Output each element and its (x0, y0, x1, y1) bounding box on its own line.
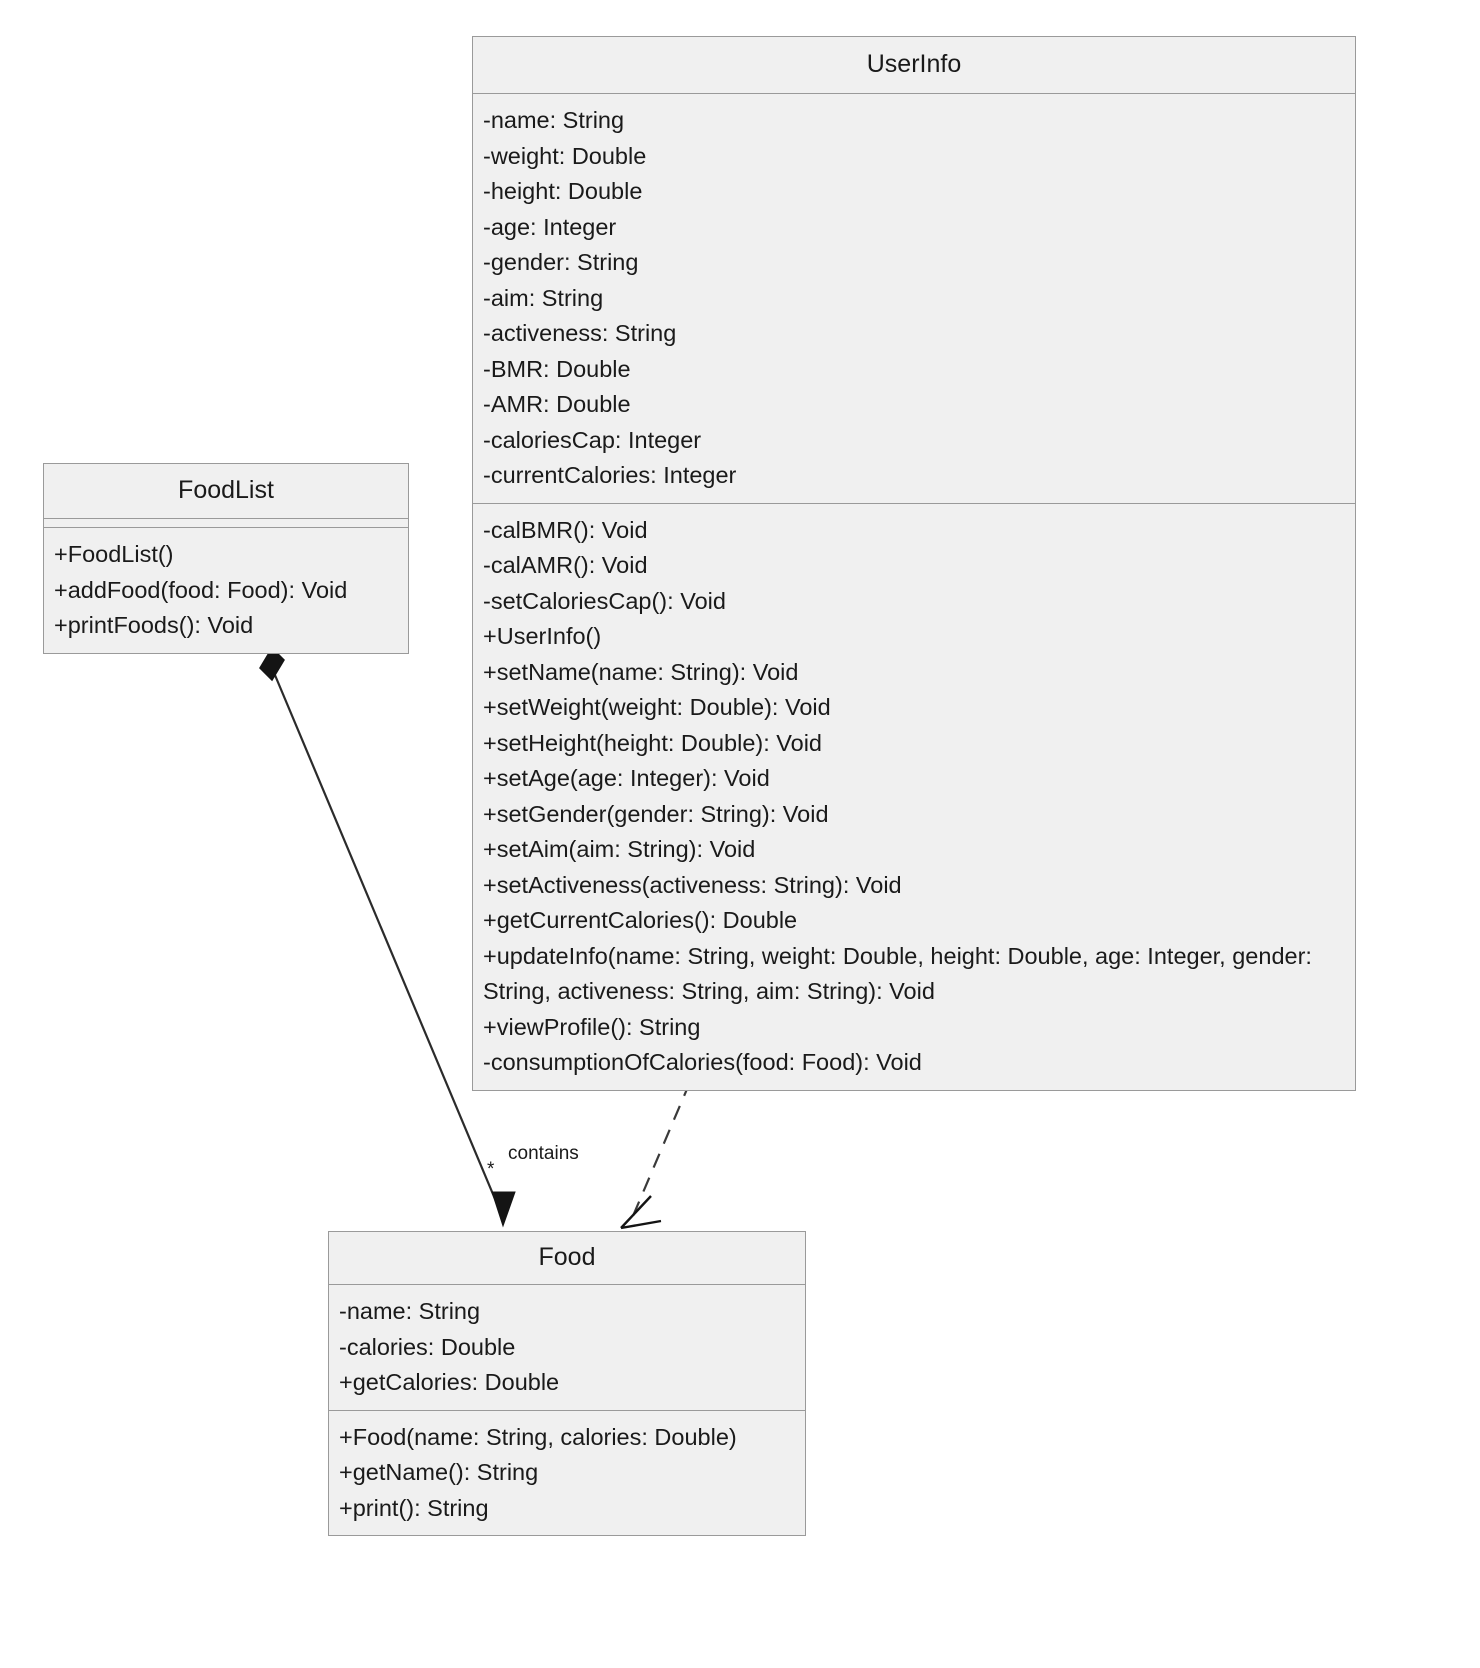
methods-compartment-userinfo: -calBMR(): Void -calAMR(): Void -setCalo… (473, 504, 1355, 1090)
attribute-row: -activeness: String (483, 320, 677, 346)
method-row: +UserInfo() (483, 623, 602, 649)
class-box-userinfo[interactable]: UserInfo -name: String -weight: Double -… (472, 36, 1356, 1091)
methods-compartment-food: +Food(name: String, calories: Double) +g… (329, 1411, 805, 1536)
method-row: +setName(name: String): Void (483, 658, 799, 685)
method-row: -calBMR(): Void (483, 516, 648, 543)
attributes-compartment-userinfo: -name: String -weight: Double -height: D… (473, 94, 1355, 504)
attributes-compartment-foodlist (44, 519, 408, 528)
attribute-row: -name: String (339, 1298, 481, 1324)
method-row: +setHeight(height: Double): Void (483, 729, 823, 756)
method-row: +setAim(aim: String): Void (483, 836, 756, 862)
attribute-row: +getCalories: Double (339, 1369, 560, 1395)
method-row: -calAMR(): Void (483, 552, 648, 578)
relationship-label-contains: contains (508, 1143, 579, 1164)
arrowhead-solid (491, 1191, 516, 1228)
method-row: +addFood(food: Food): Void (54, 576, 348, 603)
method-row: +print(): String (339, 1494, 489, 1521)
methods-compartment-foodlist: +FoodList() +addFood(food: Food): Void +… (44, 528, 408, 653)
method-row: +getName(): String (339, 1459, 539, 1485)
attribute-row: -calories: Double (339, 1333, 516, 1360)
method-row: +Food(name: String, calories: Double) (339, 1423, 737, 1450)
class-name-food: Food (329, 1232, 805, 1285)
attribute-row: -name: String (483, 107, 625, 133)
attribute-row: -currentCalories: Integer (483, 462, 737, 488)
attribute-row: -caloriesCap: Integer (483, 426, 702, 453)
arrowhead-open (620, 1195, 662, 1230)
method-row: +FoodList() (54, 541, 174, 567)
attribute-row: -BMR: Double (483, 355, 631, 382)
method-row: +viewProfile(): String (483, 1013, 701, 1040)
multiplicity-label-star: * (487, 1159, 495, 1180)
attribute-row: -weight: Double (483, 142, 647, 169)
method-row: +setGender(gender: String): Void (483, 800, 829, 827)
method-row: +getCurrentCalories(): Double (483, 907, 798, 933)
method-row: +setWeight(weight: Double): Void (483, 694, 831, 720)
method-row: +printFoods(): Void (54, 612, 254, 638)
attribute-row: -height: Double (483, 178, 643, 204)
attribute-row: -AMR: Double (483, 391, 631, 417)
attribute-row: -aim: String (483, 284, 604, 311)
method-row: -consumptionOfCalories(food: Food): Void (483, 1049, 922, 1075)
attribute-row: -gender: String (483, 249, 639, 275)
method-row: +setActiveness(activeness: String): Void (483, 871, 902, 898)
class-name-userinfo: UserInfo (473, 37, 1355, 94)
method-row: +updateInfo(name: String, weight: Double… (483, 942, 1312, 1005)
attributes-compartment-food: -name: String -calories: Double +getCalo… (329, 1285, 805, 1411)
method-row: -setCaloriesCap(): Void (483, 587, 726, 614)
class-name-foodlist: FoodList (44, 464, 408, 519)
edge-dependency-userinfo-food (620, 1081, 692, 1230)
class-box-foodlist[interactable]: FoodList +FoodList() +addFood(food: Food… (43, 463, 409, 654)
attribute-row: -age: Integer (483, 213, 617, 240)
class-box-food[interactable]: Food -name: String -calories: Double +ge… (328, 1231, 806, 1536)
method-row: +setAge(age: Integer): Void (483, 765, 770, 791)
